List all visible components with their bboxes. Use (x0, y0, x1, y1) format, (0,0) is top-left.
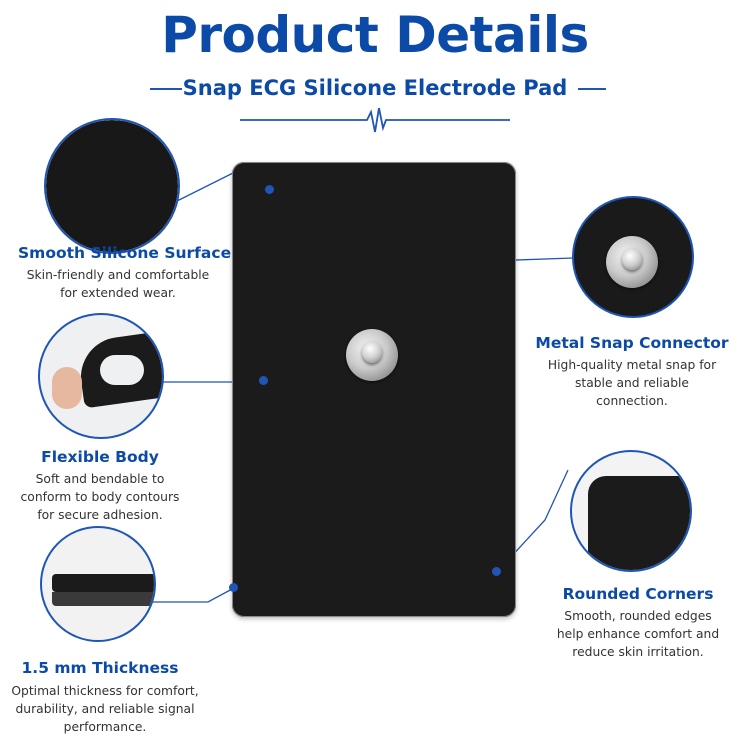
feature-title-snap: Metal Snap Connector (535, 334, 729, 352)
silicone-surface-closeup (44, 118, 180, 254)
feature-title-thickness: 1.5 mm Thickness (21, 659, 179, 677)
feature-desc-snap: High-quality metal snap for stable and r… (547, 358, 717, 408)
pointer-dot-flexible (259, 376, 268, 385)
feature-desc-corners: Smooth, rounded edges help enhance comfo… (556, 609, 720, 659)
electrode-pad (232, 162, 516, 617)
pointer-dot-corner (492, 567, 501, 576)
pointer-dot-thickness (229, 583, 238, 592)
pad-snap-connector (346, 329, 398, 381)
feature-desc-flexible: Soft and bendable to conform to body con… (20, 472, 180, 522)
feature-title-corners: Rounded Corners (562, 585, 714, 603)
ecg-pulse-icon (240, 108, 510, 133)
feature-desc-thickness: Optimal thickness for comfort, durabilit… (11, 684, 199, 734)
flexible-body-closeup (38, 313, 164, 439)
metal-snap-closeup (572, 196, 694, 318)
page-subtitle: Snap ECG Silicone Electrode Pad (182, 76, 568, 100)
subtitle-rule-right (578, 88, 606, 90)
page-title: Product Details (161, 6, 589, 64)
feature-desc-surface: Skin-friendly and comfortable for extend… (26, 268, 210, 300)
rounded-corner-closeup (570, 450, 692, 572)
feature-title-surface: Smooth Silicone Surface (18, 244, 232, 262)
feature-title-flexible: Flexible Body (41, 448, 159, 466)
thickness-closeup (40, 526, 156, 642)
snap-connector-icon (606, 236, 658, 288)
subtitle-rule-left (150, 88, 182, 90)
pointer-dot-surface (265, 185, 274, 194)
